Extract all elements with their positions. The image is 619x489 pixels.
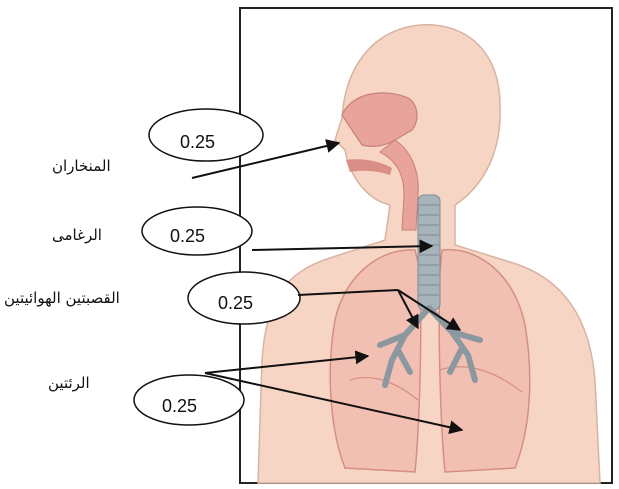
score-lungs: 0.25 [162, 396, 197, 417]
label-trachea: الرغامى [52, 226, 102, 244]
label-lungs: الرئتين [48, 374, 90, 392]
trachea-tube [418, 195, 440, 310]
score-bronchi: 0.25 [218, 293, 253, 314]
label-nostrils: المنخاران [52, 157, 111, 175]
score-nostrils: 0.25 [180, 132, 215, 153]
label-bronchi: القصبتين الهوائيتين [4, 289, 120, 307]
score-trachea: 0.25 [170, 226, 205, 247]
